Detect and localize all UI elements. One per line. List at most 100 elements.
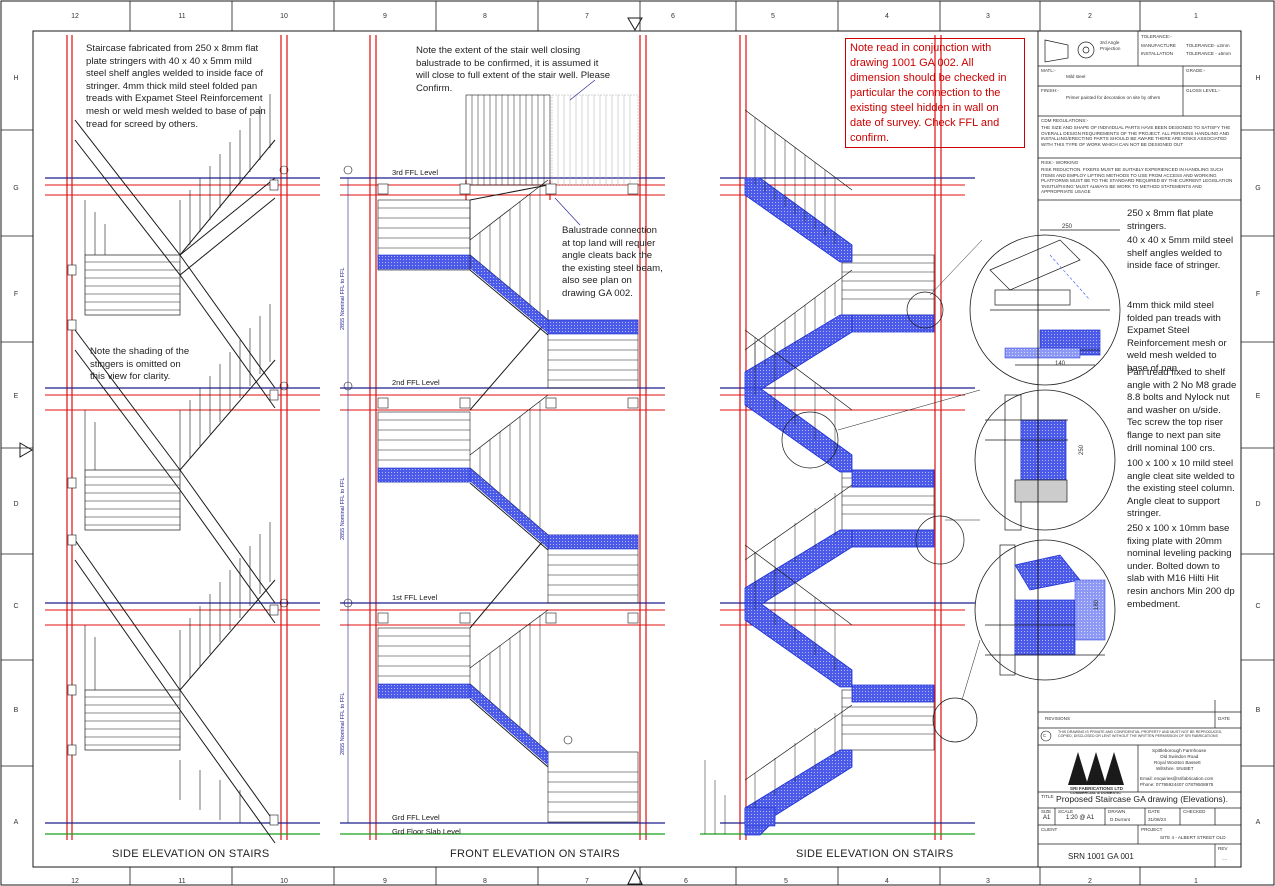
tolerance-installation-value: TOLERANCE - ±5mm bbox=[1186, 51, 1231, 56]
rev-value: .... bbox=[1222, 856, 1228, 861]
svg-text:6: 6 bbox=[684, 878, 688, 885]
svg-text:250: 250 bbox=[1079, 444, 1085, 455]
svg-text:F: F bbox=[1256, 291, 1260, 298]
svg-text:3: 3 bbox=[986, 13, 990, 20]
view-title-side-left: SIDE ELEVATION ON STAIRS bbox=[112, 848, 270, 860]
svg-text:9: 9 bbox=[383, 878, 387, 885]
scale-value: 1:20 @ A1 bbox=[1066, 815, 1095, 821]
company-name: SRI FABRICATIONS LTD bbox=[1070, 786, 1123, 791]
svg-text:10: 10 bbox=[280, 13, 288, 20]
detail-dims: 250 140 250 180 bbox=[1055, 224, 1100, 610]
svg-text:3: 3 bbox=[986, 878, 990, 885]
side-elevation-left bbox=[45, 35, 320, 844]
centre-mark-top bbox=[627, 17, 643, 31]
risk-text: RISK REDUCTION. FIXERS MUST BE SUITABLY … bbox=[1041, 167, 1233, 195]
detail-note-angle-cleat: 100 x 100 x 10 mild steel angle cleat si… bbox=[1127, 458, 1235, 520]
svg-text:1st FFL Level: 1st FFL Level bbox=[392, 593, 437, 602]
svg-text:C: C bbox=[13, 603, 18, 610]
drawn-label: DRAWN bbox=[1108, 809, 1126, 814]
svg-text:8: 8 bbox=[483, 878, 487, 885]
svg-text:11: 11 bbox=[178, 878, 185, 885]
vertical-dimensions: 2855 Nominal FFL to FFL 2855 Nominal FFL… bbox=[340, 268, 346, 755]
size-value: A1 bbox=[1043, 815, 1051, 821]
cdm-text: THE SIZE AND SHAPE OF INDIVIDUAL PARTS H… bbox=[1041, 125, 1231, 147]
date-value: 31/08/23 bbox=[1148, 817, 1166, 822]
svg-text:Grd Floor Slab Level: Grd Floor Slab Level bbox=[392, 827, 461, 836]
svg-text:C: C bbox=[1255, 603, 1260, 610]
matl-value: Mild steel bbox=[1066, 74, 1086, 79]
svg-text:7: 7 bbox=[585, 13, 589, 20]
svg-text:D: D bbox=[1255, 501, 1260, 508]
svg-text:4: 4 bbox=[885, 878, 889, 885]
drawing-number: SRN 1001 GA 001 bbox=[1068, 852, 1134, 861]
svg-text:2: 2 bbox=[1088, 878, 1092, 885]
svg-text:G: G bbox=[1255, 185, 1260, 192]
svg-text:F: F bbox=[14, 291, 18, 298]
rev-label: REV bbox=[1218, 846, 1228, 851]
gloss-label: GLOSS LEVEL:- bbox=[1186, 88, 1221, 93]
svg-text:A: A bbox=[1256, 819, 1261, 826]
svg-text:2855 Nominal FFL to FFL: 2855 Nominal FFL to FFL bbox=[340, 268, 346, 330]
address-line-1: Spittleborough Farmhouse bbox=[1152, 748, 1207, 753]
finish-label: FINISH:- bbox=[1041, 88, 1059, 93]
svg-text:9: 9 bbox=[383, 13, 387, 20]
note-balustrade-connection: Balustrade connection at top land will r… bbox=[562, 225, 663, 299]
svg-text:2nd FFL Level: 2nd FFL Level bbox=[392, 378, 440, 387]
svg-text:B: B bbox=[14, 707, 19, 714]
svg-text:6: 6 bbox=[671, 13, 675, 20]
finish-value: Primer painted for decoration on site by… bbox=[1066, 95, 1161, 100]
project-label: PROJECT bbox=[1141, 827, 1163, 832]
svg-text:4: 4 bbox=[885, 13, 889, 20]
contact-email: Email: enquiries@srifabrication.com bbox=[1140, 776, 1214, 781]
svg-text:1: 1 bbox=[1194, 13, 1198, 20]
svg-text:12: 12 bbox=[71, 13, 79, 20]
svg-text:5: 5 bbox=[771, 13, 775, 20]
svg-text:B: B bbox=[1256, 707, 1261, 714]
detail-note-pan-fixing: Pan tread fixed to shelf angle with 2 No… bbox=[1127, 367, 1237, 454]
checked-label: CHECKED bbox=[1183, 809, 1206, 814]
scale-label: SCALE bbox=[1058, 809, 1074, 814]
drawing-title: Proposed Staircase GA drawing (Elevation… bbox=[1056, 794, 1228, 804]
note-staircase-fabrication: Staircase fabricated from 250 x 8mm flat… bbox=[86, 43, 266, 130]
svg-text:1: 1 bbox=[1194, 878, 1198, 885]
svg-text:D: D bbox=[13, 501, 18, 508]
svg-text:250: 250 bbox=[1062, 224, 1073, 230]
svg-text:3rd FFL Level: 3rd FFL Level bbox=[392, 168, 438, 177]
svg-text:11: 11 bbox=[178, 13, 185, 20]
revisions-label: REVISIONS bbox=[1045, 716, 1071, 721]
date-head-label: DATE bbox=[1218, 716, 1230, 721]
title-block bbox=[1037, 30, 1242, 868]
contact-phone: Phone: 07795924407 07879508975 bbox=[1140, 782, 1214, 787]
detail-note-pan-treads: 4mm thick mild steel folded pan treads w… bbox=[1127, 300, 1227, 374]
svg-text:A: A bbox=[14, 819, 19, 826]
detail-note-base-plate: 250 x 100 x 10mm base fixing plate with … bbox=[1127, 523, 1235, 610]
svg-text:2: 2 bbox=[1088, 13, 1092, 20]
svg-text:H: H bbox=[13, 75, 18, 82]
drawn-value: D.Durrant bbox=[1110, 817, 1130, 822]
view-title-side-right: SIDE ELEVATION ON STAIRS bbox=[796, 848, 954, 860]
svg-text:Grd FFL Level: Grd FFL Level bbox=[392, 813, 440, 822]
level-labels: 3rd FFL Level 2nd FFL Level 1st FFL Leve… bbox=[392, 168, 461, 836]
svg-text:G: G bbox=[13, 185, 18, 192]
svg-text:12: 12 bbox=[71, 878, 79, 885]
svg-text:140: 140 bbox=[1055, 361, 1066, 367]
front-elevation bbox=[340, 35, 665, 840]
svg-text:2855 Nominal FFL to FFL: 2855 Nominal FFL to FFL bbox=[340, 478, 346, 540]
detail-note-shelf-angles: 40 x 40 x 5mm mild steel shelf angles we… bbox=[1127, 235, 1234, 272]
svg-text:7: 7 bbox=[585, 878, 589, 885]
svg-text:5: 5 bbox=[784, 878, 788, 885]
tolerance-manufacture: MANUFACTURE bbox=[1141, 43, 1176, 48]
size-label: SIZE bbox=[1041, 809, 1052, 814]
svg-text:10: 10 bbox=[280, 878, 288, 885]
svg-text:8: 8 bbox=[483, 13, 487, 20]
svg-text:H: H bbox=[1255, 75, 1260, 82]
address-line-3: Royal Wootton Bassett bbox=[1154, 760, 1201, 765]
disclaimer-text: THIS DRAWING IS PRIVATE AND CONFIDENTIAL… bbox=[1058, 730, 1223, 739]
detail-views bbox=[969, 229, 1121, 681]
view-title-front: FRONT ELEVATION ON STAIRS bbox=[450, 848, 620, 860]
svg-text:180: 180 bbox=[1094, 599, 1100, 610]
note-red-box: Note read in conjunction with drawing 10… bbox=[845, 38, 1025, 148]
